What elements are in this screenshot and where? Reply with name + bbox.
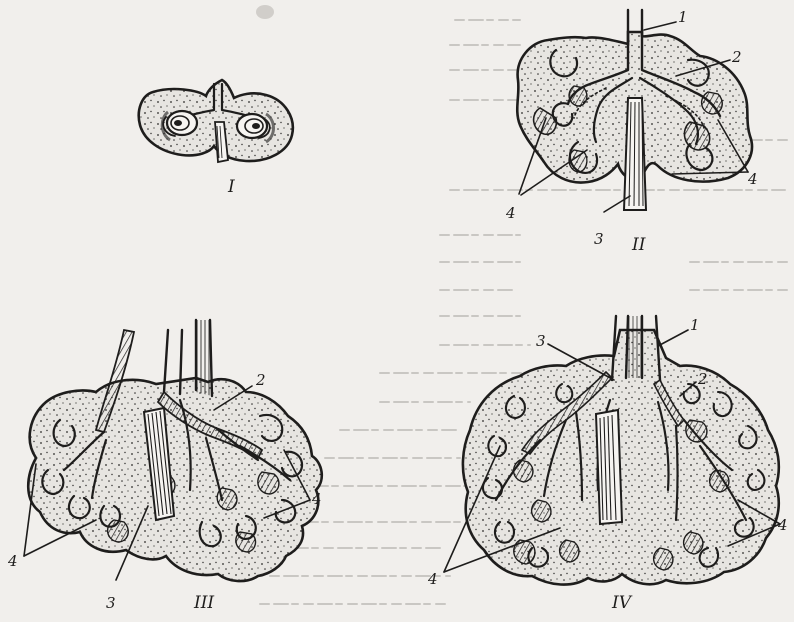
stage-4-numeral: IV [611, 593, 633, 613]
stage-2-label-lung-right: 4 [747, 170, 758, 188]
stage-3-numeral: III [193, 593, 214, 613]
stage-4-label-bronchus: 2 [697, 370, 708, 388]
stage-4-label-lung-right: 4 [777, 516, 788, 534]
stage-2-label-esophagus: 3 [594, 230, 604, 248]
stage-4-label-trachea: 1 [690, 316, 700, 334]
stage-2-label-trachea: 1 [678, 8, 688, 26]
smudge [256, 5, 274, 19]
stage-3-drawing [28, 320, 322, 581]
stage-1-numeral: I [227, 177, 235, 197]
stage-3-label-lung-left: 4 [7, 552, 18, 570]
stage-1-drawing [139, 80, 293, 162]
stage-2-drawing [517, 10, 752, 210]
stage-4-label-lung-left: 4 [427, 570, 438, 588]
stage-4-label-esophagus: 3 [536, 332, 546, 350]
stage-3-label-esophagus: 3 [106, 594, 116, 612]
stage-2-label-bronchus: 2 [731, 48, 742, 66]
stage-3-label-bronchus: 2 [255, 371, 266, 389]
stage-2-numeral: II [631, 235, 646, 255]
stage-2-label-lung-left: 4 [505, 204, 516, 222]
stage-3-label-lung-right: 4 [311, 490, 322, 508]
